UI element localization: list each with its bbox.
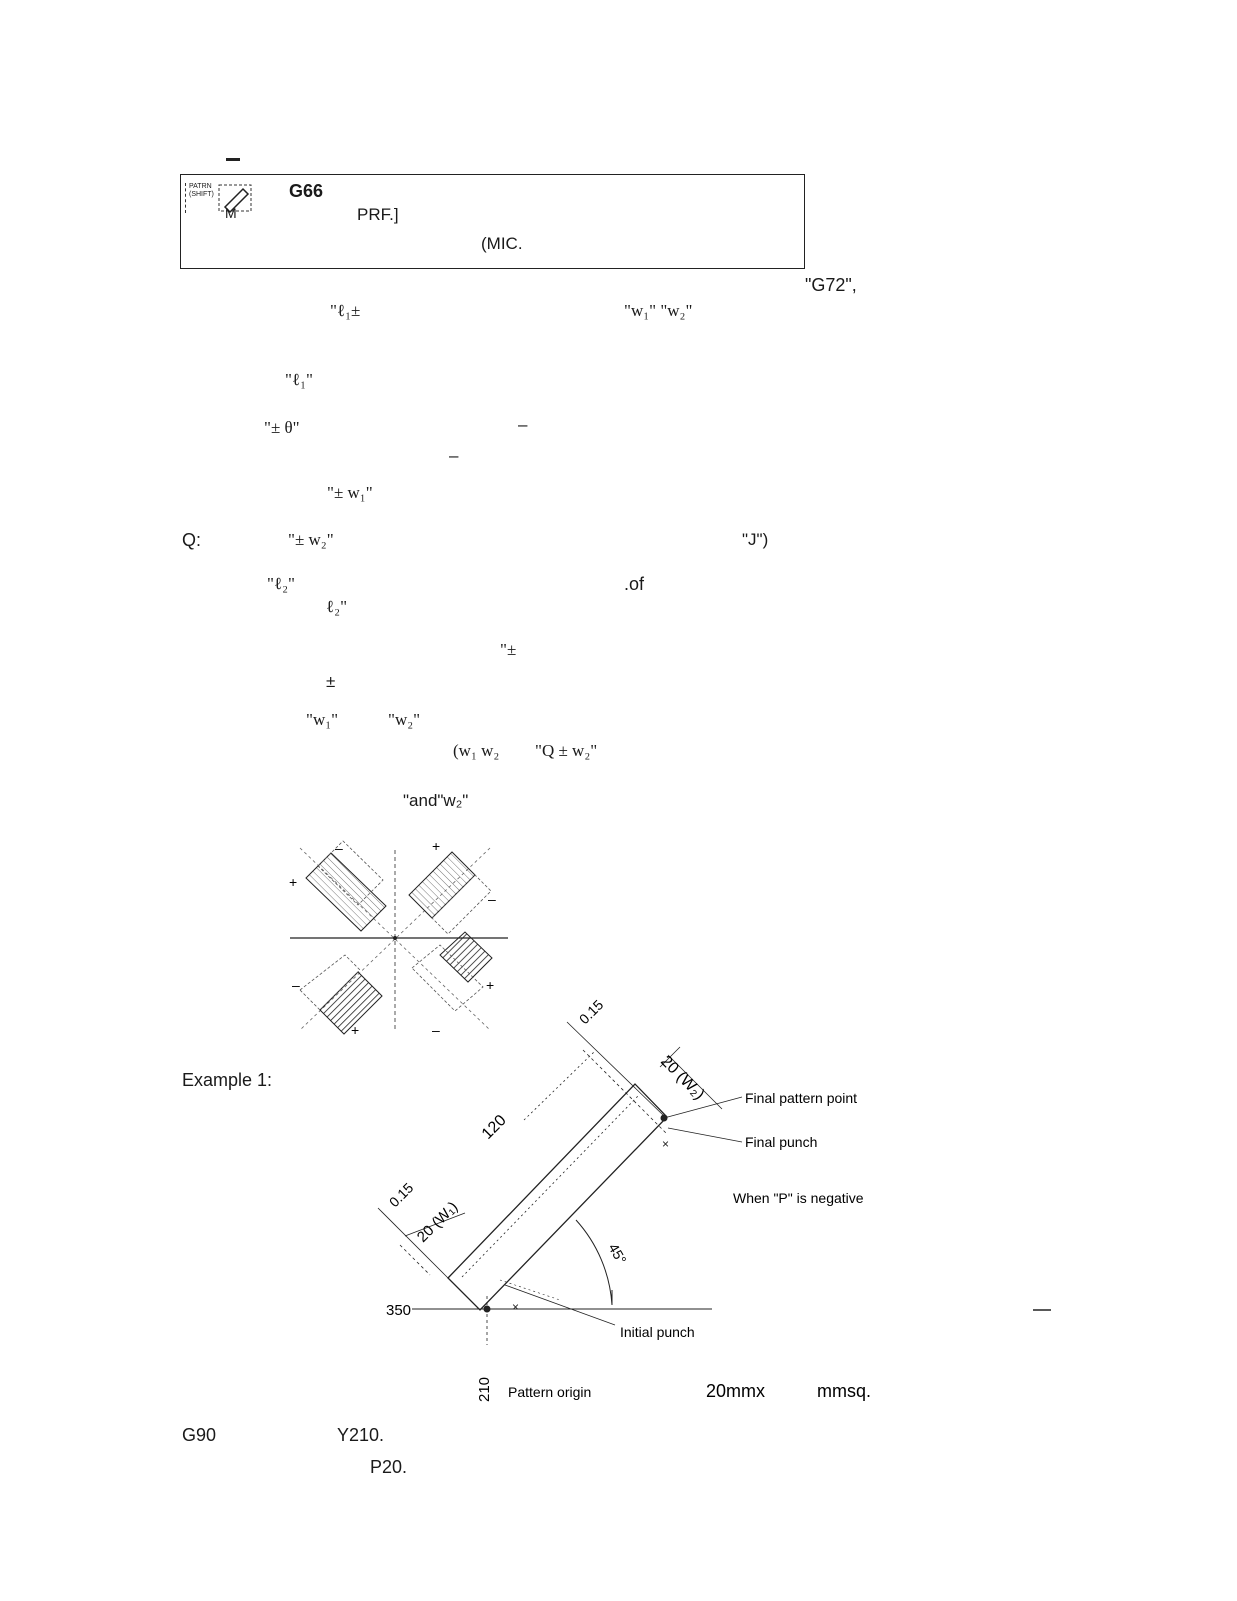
and-w-label: "and"w₂" — [403, 791, 469, 810]
quad-sign-6: + — [486, 977, 494, 993]
dim-015-left: 0.15 — [386, 1179, 417, 1210]
m-key: M — [217, 181, 257, 221]
size-20mm-label: 20mmx — [706, 1381, 765, 1401]
pm-w1-label: "± w₁" — [327, 483, 373, 502]
initial-punch-label: Initial punch — [620, 1324, 695, 1340]
patrn-key-label: PATRN — [189, 183, 212, 190]
quadrant-rect-upper-left — [305, 840, 387, 932]
example-label: Example 1: — [182, 1070, 273, 1090]
quad-sign-2: + — [432, 838, 440, 854]
pm-sign: ± — [326, 672, 336, 691]
y210-code: Y210. — [337, 1425, 385, 1445]
shift-key-label: (SHIFT) — [189, 191, 214, 198]
svg-text:×: × — [512, 1300, 519, 1314]
mic-label: (MIC. — [481, 234, 523, 253]
angle-45: 45° — [605, 1241, 629, 1267]
w1-w2-label: "w₁" "w₂" — [624, 301, 693, 320]
dim-015-top: 0.15 — [576, 996, 607, 1027]
j-label: "J") — [742, 530, 769, 549]
dim-120: 120 — [479, 1112, 510, 1143]
w1-quoted: "w₁" — [306, 710, 339, 729]
quad-sign-1: – — [335, 840, 343, 856]
svg-text:×: × — [662, 1137, 669, 1151]
of-text: .of — [624, 574, 645, 594]
quad-sign-5: – — [292, 977, 300, 993]
dash-1: – — [518, 415, 528, 434]
patrn-shift-key: PATRN (SHIFT) — [185, 183, 215, 213]
final-pattern-point-label: Final pattern point — [745, 1090, 857, 1106]
quad-sign-8: – — [432, 1022, 440, 1038]
w2-quoted: "w₂" — [388, 710, 421, 729]
mmsq-label: mmsq. — [817, 1381, 871, 1401]
pm-theta-label: "± θ" — [264, 418, 300, 437]
dim-20-w1: 20 (W₁) — [414, 1198, 461, 1245]
prf-label: PRF.] — [357, 205, 399, 224]
quadrant-rect-upper-right — [408, 851, 492, 935]
pm-w2-label: "± w₂" — [288, 530, 334, 549]
y-350-label: 350 — [386, 1302, 411, 1319]
quadrant-rect-lower-right — [411, 931, 493, 1012]
g66-code: G66 — [289, 181, 324, 201]
l2b-label: ℓ₂" — [326, 597, 348, 616]
q-label: Q: — [182, 530, 202, 550]
quadrant-diagram: – + + – – + + – — [289, 838, 508, 1038]
top-mark — [226, 158, 240, 161]
command-box: PATRN (SHIFT) M G66 PRF.] (MIC. — [180, 174, 805, 269]
pm-quote-label: "± — [500, 640, 517, 659]
g72-code: "G72", — [805, 275, 857, 295]
when-p-negative-label: When "P" is negative — [733, 1190, 864, 1206]
quadrant-rect-lower-left — [299, 954, 383, 1035]
l1-label: "ℓ₁" — [285, 370, 313, 389]
pattern-origin-label: Pattern origin — [508, 1384, 591, 1400]
l1-pm-label: "ℓ₁± — [330, 301, 361, 320]
w1-w2-paren: (w₁ w₂ — [453, 741, 500, 760]
quad-sign-3: + — [289, 874, 297, 890]
example-diagram: × × — [377, 1021, 743, 1345]
q-pm-w2-label: "Q ± w₂" — [535, 741, 598, 760]
final-punch-label: Final punch — [745, 1134, 817, 1150]
pen-icon — [218, 184, 252, 214]
dim-20-w2: 20 (W₂) — [657, 1053, 707, 1103]
m-key-label: M — [225, 205, 237, 221]
g90-code: G90 — [182, 1425, 217, 1445]
x-210-label: 210 — [476, 1377, 493, 1402]
dash-2: – — [449, 446, 459, 465]
quad-sign-4: – — [488, 891, 496, 907]
quad-sign-7: + — [351, 1022, 359, 1038]
p20-code: P20. — [370, 1457, 408, 1477]
l2-label: "ℓ₂" — [267, 574, 295, 593]
